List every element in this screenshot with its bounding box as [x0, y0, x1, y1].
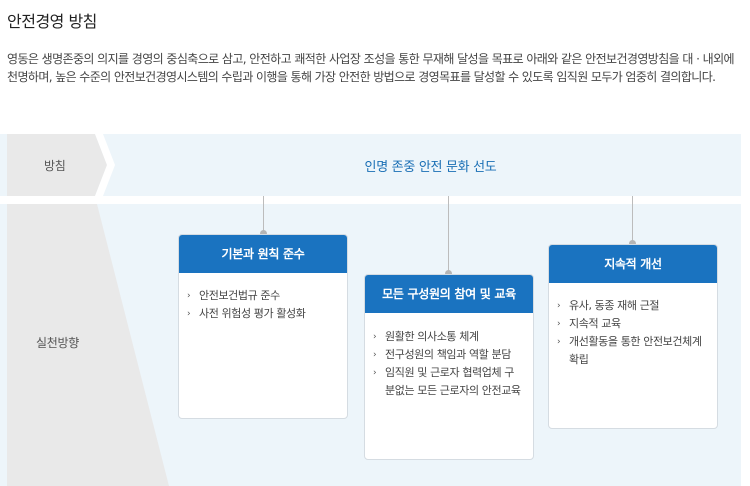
- list-item-text: 유사, 동종 재해 근절: [569, 299, 660, 312]
- card-item-list: › 원활한 의사소통 체계 › 전구성원의 책임과 역할 분담 › 임직원 및 근로자…: [365, 313, 533, 400]
- list-item: › 안전보건법규 준수: [187, 287, 337, 305]
- list-item-text: 임직원 및 근로자 협력업체 구분없는 모든 근로자의 안전교육: [385, 366, 521, 397]
- chevron-right-icon: ›: [373, 332, 377, 342]
- list-item: › 전구성원의 책임과 역할 분담: [373, 346, 523, 364]
- connector-dot: [445, 270, 452, 277]
- card-title: 지속적 개선: [549, 245, 717, 283]
- list-item-text: 원활한 의사소통 체계: [385, 330, 479, 343]
- list-item: › 임직원 및 근로자 협력업체 구분없는 모든 근로자의 안전교육: [373, 364, 523, 400]
- list-item-text: 개선활동을 통한 안전보건체계 확립: [569, 335, 702, 366]
- list-item-text: 안전보건법규 준수: [199, 289, 280, 302]
- connector-line: [263, 196, 264, 234]
- chevron-right-icon: ›: [187, 291, 191, 301]
- policy-statement: 인명 존중 안전 문화 선도: [364, 159, 497, 175]
- connector-dot: [260, 230, 267, 237]
- principle-card-improvement: 지속적 개선 › 유사, 동종 재해 근절 › 지속적 교육 › 개선활동을 통한 안…: [548, 244, 718, 429]
- card-item-list: › 유사, 동종 재해 근절 › 지속적 교육 › 개선활동을 통한 안전보건체계 확…: [549, 283, 717, 369]
- list-item-text: 지속적 교육: [569, 317, 621, 330]
- connector-dot: [629, 240, 636, 247]
- intro-paragraph: 영동은 생명존중의 의지를 경영의 중심축으로 삼고, 안전하고 쾌적한 사업장…: [7, 52, 735, 84]
- chevron-right-icon: ›: [373, 350, 377, 360]
- chevron-right-icon: ›: [557, 319, 561, 329]
- policy-label: 방침: [44, 159, 66, 173]
- connector-line: [632, 196, 633, 244]
- list-item: › 개선활동을 통한 안전보건체계 확립: [557, 333, 707, 369]
- page-title: 안전경영 방침: [7, 12, 97, 31]
- card-item-list: › 안전보건법규 준수 › 사전 위험성 평가 활성화: [179, 273, 347, 323]
- principle-card-basics: 기본과 원칙 준수 › 안전보건법규 준수 › 사전 위험성 평가 활성화: [178, 234, 348, 419]
- list-item-text: 사전 위험성 평가 활성화: [199, 307, 306, 320]
- list-item: › 사전 위험성 평가 활성화: [187, 305, 337, 323]
- connector-line: [448, 196, 449, 274]
- card-title: 기본과 원칙 준수: [179, 235, 347, 273]
- policy-label-box: [7, 134, 107, 196]
- list-item: › 유사, 동종 재해 근절: [557, 297, 707, 315]
- chevron-right-icon: ›: [187, 309, 191, 319]
- list-item: › 원활한 의사소통 체계: [373, 328, 523, 346]
- list-item-text: 전구성원의 책임과 역할 분담: [385, 348, 511, 361]
- policy-band: [0, 134, 741, 196]
- chevron-right-icon: ›: [557, 301, 561, 311]
- principle-card-participation: 모든 구성원의 참여 및 교육 › 원활한 의사소통 체계 › 전구성원의 책임과 …: [364, 274, 534, 460]
- chevron-right-icon: ›: [557, 337, 561, 347]
- list-item: › 지속적 교육: [557, 315, 707, 333]
- card-title: 모든 구성원의 참여 및 교육: [365, 275, 533, 313]
- chevron-right-icon: ›: [373, 368, 377, 378]
- practice-label: 실천방향: [36, 336, 79, 350]
